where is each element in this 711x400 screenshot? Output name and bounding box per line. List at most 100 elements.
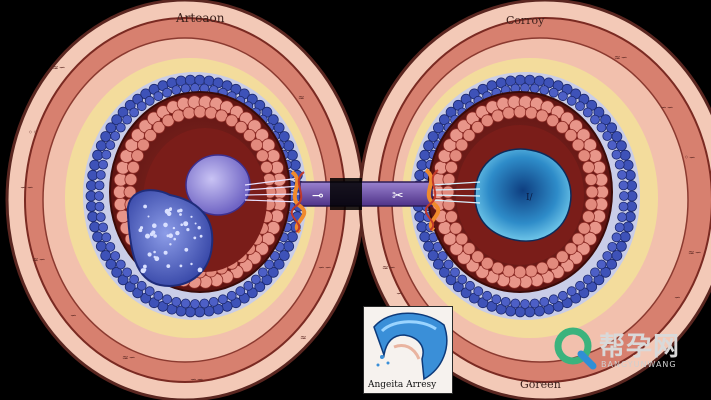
pink-bead <box>136 138 150 152</box>
blue-cell <box>432 258 444 270</box>
pink-bead <box>204 106 218 120</box>
blue-cell <box>618 201 629 212</box>
pink-bead <box>455 232 469 246</box>
pink-bead <box>144 128 157 142</box>
blue-cell <box>602 251 613 261</box>
pink-bead <box>471 120 485 134</box>
left-connector-glyph: ⊸ <box>312 188 324 204</box>
blue-cell <box>105 122 117 134</box>
granule <box>173 237 176 241</box>
blue-cell <box>607 241 618 252</box>
blue-cell <box>122 267 132 278</box>
pink-bead <box>513 105 527 119</box>
right-nucleus-mark: I/ <box>526 193 534 203</box>
granule <box>169 243 172 246</box>
granule <box>166 234 170 238</box>
pink-bead <box>152 120 166 134</box>
blue-cell <box>94 180 105 191</box>
granule <box>168 233 173 238</box>
inset-illustration <box>373 312 448 381</box>
pink-bead <box>480 114 494 128</box>
pink-bead <box>442 173 456 186</box>
svg-text:◦◦: ◦◦ <box>28 128 37 137</box>
blue-cell <box>491 294 502 305</box>
blue-cell <box>622 159 634 171</box>
blue-cell <box>243 280 254 291</box>
granule <box>190 262 193 266</box>
granule <box>179 264 183 268</box>
granule <box>199 234 203 238</box>
blue-cell <box>548 87 559 98</box>
blue-cell <box>575 280 585 291</box>
inset-panel: Angeita Arresy <box>363 306 453 394</box>
svg-text:∽∽: ∽∽ <box>660 103 673 112</box>
svg-text:∽: ∽ <box>674 293 681 302</box>
blue-cell <box>267 266 279 278</box>
svg-text:≈∽: ≈∽ <box>688 248 701 257</box>
pink-bead <box>571 138 585 152</box>
granule <box>197 267 203 273</box>
granule <box>143 204 148 209</box>
blue-cell <box>520 299 530 309</box>
blue-cell <box>89 221 101 233</box>
pink-bead <box>126 160 140 174</box>
blue-cell <box>273 258 285 270</box>
pink-bead <box>546 256 560 270</box>
pink-bead <box>555 250 569 264</box>
left-twist-knot <box>290 170 307 234</box>
blue-cell <box>190 299 200 309</box>
pink-bead <box>480 256 494 270</box>
granule <box>184 247 189 252</box>
blue-cell <box>129 107 140 118</box>
blue-cell <box>278 131 290 142</box>
blue-cell <box>510 298 521 309</box>
pink-bead <box>502 106 516 120</box>
left-top-label: Arteaon <box>175 11 225 25</box>
granule <box>186 228 190 232</box>
blue-cell <box>566 95 577 106</box>
right-top-label: Corroy <box>506 14 545 27</box>
blue-cell <box>590 267 600 278</box>
granule <box>154 256 160 262</box>
pink-bead <box>582 160 595 174</box>
blue-cell <box>443 259 454 270</box>
pink-bead <box>564 242 578 256</box>
blue-cell <box>590 114 600 125</box>
blue-cell <box>416 159 428 171</box>
svg-text:∽∽: ∽∽ <box>318 263 331 272</box>
pink-bead <box>123 185 137 199</box>
blue-cell <box>473 286 484 297</box>
pink-bead <box>225 114 239 128</box>
connector-gap <box>330 178 362 210</box>
svg-text:≈∽: ≈∽ <box>614 53 627 62</box>
blue-cell <box>283 140 295 152</box>
blue-cell <box>94 201 105 212</box>
blue-cell <box>611 232 622 243</box>
blue-cell <box>611 131 623 142</box>
connector-bridge: ⊸ ✂ <box>290 168 441 234</box>
svg-text:≈: ≈ <box>300 333 307 342</box>
blue-cell <box>611 250 623 261</box>
svg-text:≈∽: ≈∽ <box>382 263 395 272</box>
blue-cell <box>616 140 627 152</box>
blue-cell <box>105 241 116 252</box>
pink-bead <box>193 105 207 119</box>
blue-cell <box>111 266 123 278</box>
pink-bead <box>255 149 269 163</box>
blue-cell <box>180 83 191 94</box>
pink-bead <box>584 173 598 186</box>
blue-cell <box>539 85 550 95</box>
right-bottom-label: Goreen <box>520 378 561 391</box>
right-twist-knot <box>424 168 441 232</box>
pink-bead <box>449 221 463 235</box>
granule <box>172 226 176 230</box>
blue-cell <box>199 298 210 309</box>
blue-cell <box>582 107 593 118</box>
blue-cell <box>566 286 577 297</box>
pink-bead <box>577 221 591 235</box>
blue-cell <box>619 191 629 201</box>
watermark-logo-icon <box>554 327 597 370</box>
right-vessel: I/ <box>358 0 711 400</box>
granule <box>163 250 168 255</box>
blue-cell <box>208 296 219 307</box>
